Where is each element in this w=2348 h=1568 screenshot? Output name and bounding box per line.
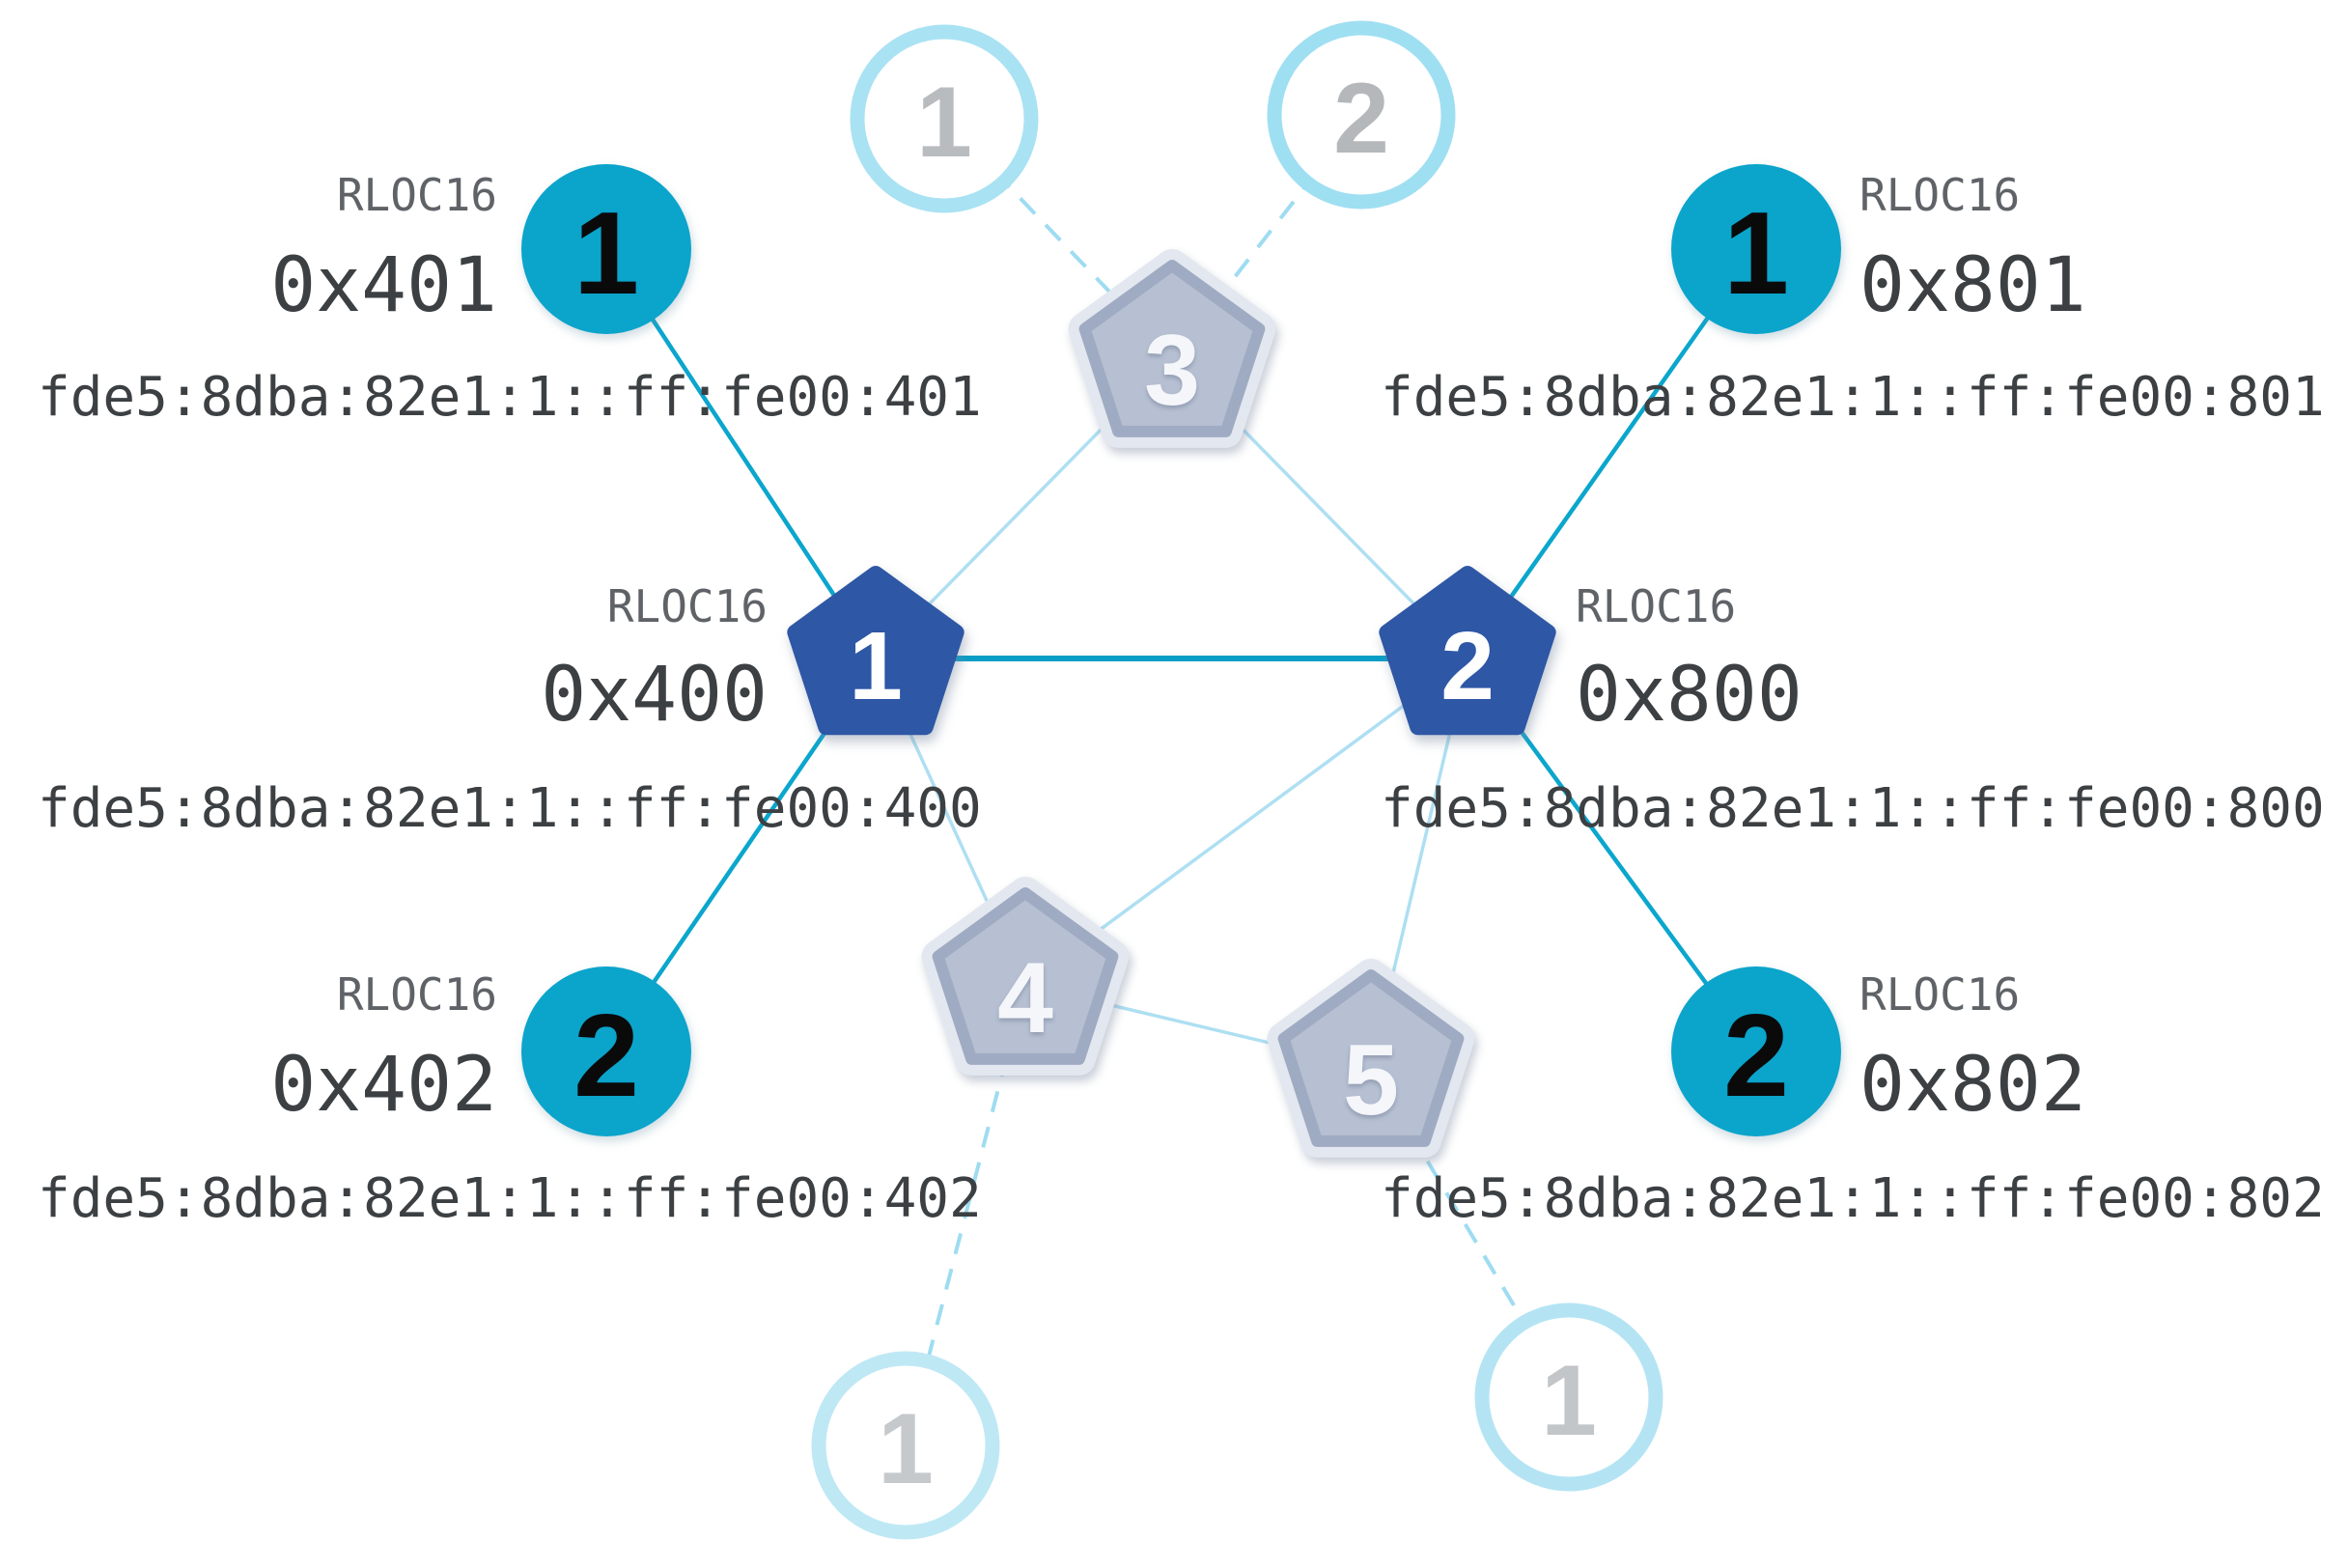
router-1-rloc16-value: 0x400 xyxy=(541,652,768,739)
child-1-of-router-1-rloc16-value: 0x401 xyxy=(270,242,497,329)
child-1-of-router-2: 1 xyxy=(1671,164,1841,334)
child-1-of-router-1-shape xyxy=(521,164,691,334)
router-2-number: 2 xyxy=(1440,612,1495,720)
faded-child-1-bottom-left-shape xyxy=(811,1351,1000,1540)
router-4-shape xyxy=(932,887,1119,1065)
labels-layer: RLOC160x400fde5:8dba:82e1:1::ff:fe00:400… xyxy=(38,169,2325,1230)
child-2-of-router-2: 2 xyxy=(1671,966,1841,1136)
faded-child-1-bottom-left-number: 1 xyxy=(878,1393,934,1505)
child-1-of-router-1: 1 xyxy=(521,164,691,334)
router-2: 2 xyxy=(1379,566,1556,736)
link-router-5--faded-child-1-bottom-right xyxy=(1369,1065,1571,1399)
child-2-of-router-1-shape xyxy=(521,966,691,1136)
router-1-number: 1 xyxy=(849,612,903,720)
router-3: 3 xyxy=(1068,249,1276,448)
child-2-of-router-2-number: 2 xyxy=(1723,990,1789,1121)
child-1-of-router-2-rloc16-value: 0x801 xyxy=(1859,242,2086,329)
child-2-of-router-2-rloc16-label: RLOC16 xyxy=(1859,968,2020,1021)
router-2-ipv6-address: fde5:8dba:82e1:1::ff:fe00:800 xyxy=(1381,777,2325,840)
child-2-of-router-2-shape xyxy=(1671,966,1841,1136)
router-5-number: 5 xyxy=(1343,1024,1399,1136)
nodes-layer: 1 2 3 4 5 1 2 1 2 1 2 1 1 xyxy=(521,20,1841,1540)
child-1-of-router-1-ipv6-address: fde5:8dba:82e1:1::ff:fe00:401 xyxy=(38,366,982,429)
router-1: 1 xyxy=(787,566,964,736)
child-2-of-router-1-rloc16-value: 0x402 xyxy=(270,1042,497,1129)
router-1-rloc16-label: RLOC16 xyxy=(607,580,768,632)
child-2-of-router-1-number: 2 xyxy=(573,990,639,1121)
faded-child-2-top: 2 xyxy=(1267,20,1456,210)
child-2-of-router-1: 2 xyxy=(521,966,691,1136)
faded-child-2-top-shape xyxy=(1267,20,1456,210)
faded-child-1-top-number: 1 xyxy=(916,67,972,179)
router-1-ipv6-address: fde5:8dba:82e1:1::ff:fe00:400 xyxy=(38,777,982,840)
child-1-of-router-2-ipv6-address: fde5:8dba:82e1:1::ff:fe00:801 xyxy=(1381,366,2325,429)
faded-child-1-top-shape xyxy=(850,24,1039,213)
faded-child-1-top: 1 xyxy=(850,24,1039,213)
child-2-of-router-1-ipv6-address: fde5:8dba:82e1:1::ff:fe00:402 xyxy=(38,1167,982,1230)
router-1-shape xyxy=(787,566,964,736)
router-2-shape xyxy=(1379,566,1556,736)
faded-child-1-bottom-right: 1 xyxy=(1474,1302,1663,1492)
router-3-shape xyxy=(1078,260,1266,437)
child-1-of-router-1-rloc16-label: RLOC16 xyxy=(337,169,497,221)
child-1-of-router-2-shape xyxy=(1671,164,1841,334)
faded-child-1-bottom-right-number: 1 xyxy=(1541,1345,1597,1457)
child-2-of-router-2-rloc16-value: 0x802 xyxy=(1859,1042,2086,1129)
child-1-of-router-2-number: 1 xyxy=(1723,187,1789,319)
faded-child-2-top-number: 2 xyxy=(1333,63,1389,175)
router-2-rloc16-label: RLOC16 xyxy=(1576,580,1736,632)
faded-child-1-bottom-right-shape xyxy=(1474,1302,1663,1492)
child-1-of-router-2-rloc16-label: RLOC16 xyxy=(1859,169,2020,221)
router-5: 5 xyxy=(1267,959,1475,1158)
router-5-shape xyxy=(1277,969,1465,1147)
router-2-rloc16-value: 0x800 xyxy=(1576,652,1803,739)
router-4: 4 xyxy=(921,877,1130,1076)
router-3-number: 3 xyxy=(1144,315,1200,427)
child-1-of-router-1-number: 1 xyxy=(573,187,639,319)
child-2-of-router-2-ipv6-address: fde5:8dba:82e1:1::ff:fe00:802 xyxy=(1381,1167,2325,1230)
child-2-of-router-1-rloc16-label: RLOC16 xyxy=(337,968,497,1021)
faded-child-1-bottom-left: 1 xyxy=(811,1351,1000,1540)
router-4-number: 4 xyxy=(997,942,1053,1054)
